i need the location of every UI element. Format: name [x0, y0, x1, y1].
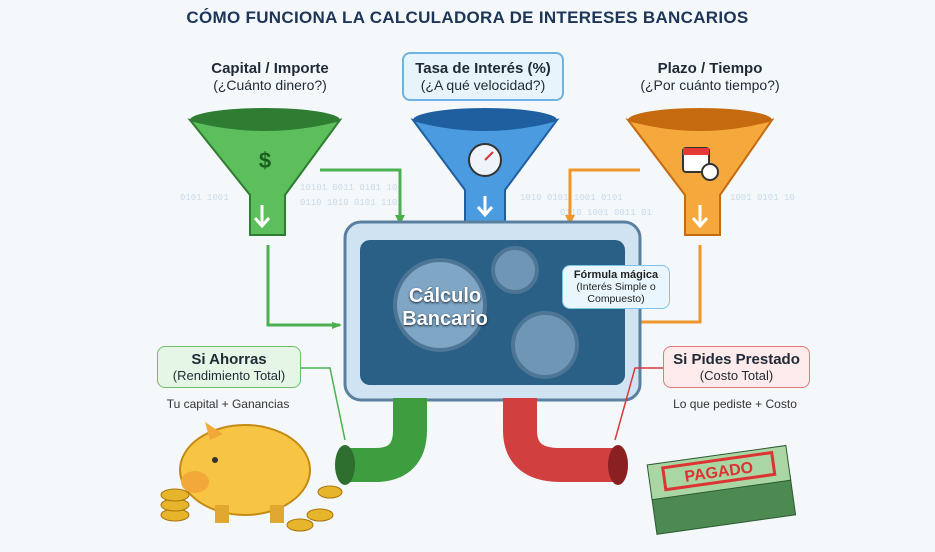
borrow-subtitle: (Costo Total) [699, 368, 774, 383]
orange-funnel [625, 108, 775, 236]
machine-line2: Bancario [402, 308, 488, 330]
machine-line1: Cálculo [408, 285, 482, 307]
formula-title: Fórmula mágica [573, 269, 659, 281]
savings-caption: Tu capital + Ganancias [166, 397, 290, 411]
capital-subtitle: (¿Cuánto dinero?) [213, 77, 327, 93]
svg-text:0101 1001: 0101 1001 [180, 193, 229, 203]
savings-subtitle: (Rendimiento Total) [172, 368, 286, 383]
capital-label: Capital / Importe (¿Cuánto dinero?) [185, 60, 355, 93]
red-pipe-opening [608, 445, 628, 485]
green-arrow [320, 168, 402, 222]
dollar-icon: $ [258, 148, 272, 173]
machine-label: Cálculo Bancario [395, 285, 495, 331]
coins-icon [160, 485, 343, 532]
borrow-caption: Lo que pediste + Costo [673, 397, 797, 411]
term-subtitle: (¿Por cuánto tiempo?) [640, 77, 780, 93]
formula-sub1: (Interés Simple o [576, 281, 656, 293]
borrow-box: Si Pides Prestado (Costo Total) [663, 346, 810, 388]
savings-connector [300, 367, 346, 441]
term-label: Plazo / Tiempo (¿Por cuánto tiempo?) [620, 60, 800, 93]
gear-icon [511, 311, 579, 379]
green-funnel [187, 108, 343, 236]
down-arrow-icon [691, 205, 709, 229]
borrow-connector [614, 367, 663, 441]
savings-box: Si Ahorras (Rendimiento Total) [157, 346, 301, 388]
money-stack-icon: PAGADO [646, 444, 797, 535]
green-arrowhead [332, 322, 342, 329]
page-title: CÓMO FUNCIONA LA CALCULADORA DE INTERESE… [186, 8, 749, 27]
down-arrow-icon [253, 205, 271, 229]
svg-text:0110 1001 0011 01: 0110 1001 0011 01 [560, 208, 652, 218]
interest-rate-label: Tasa de Interés (%) (¿A qué velocidad?) [402, 52, 564, 101]
green-arrowhead [395, 215, 405, 225]
green-pipe [345, 398, 427, 482]
gear-icon [491, 246, 539, 294]
rate-title: Tasa de Interés (%) [415, 60, 551, 77]
paid-stamp [661, 450, 777, 492]
piggy-bank-icon [179, 422, 311, 523]
term-title: Plazo / Tiempo [657, 60, 763, 77]
svg-text:0110 1010 0101 1101: 0110 1010 0101 1101 [300, 198, 403, 208]
borrow-title: Si Pides Prestado [673, 351, 800, 368]
svg-text:10101 0011 0101 10: 10101 0011 0101 10 [300, 183, 397, 193]
orange-arrow [568, 168, 640, 222]
formula-sub2: Compuesto) [587, 293, 645, 305]
orange-arrow [625, 245, 702, 324]
rate-subtitle: (¿A qué velocidad?) [420, 77, 546, 93]
green-arrow [266, 245, 340, 327]
savings-title: Si Ahorras [191, 351, 267, 368]
red-pipe [503, 398, 615, 482]
down-arrow-icon [476, 196, 494, 218]
formula-callout: Fórmula mágica (Interés Simple o Compues… [562, 265, 670, 309]
orange-arrowhead [565, 215, 575, 225]
green-pipe-opening [335, 445, 355, 485]
gear-icon [393, 258, 487, 352]
svg-text:1001 0101 10: 1001 0101 10 [730, 193, 795, 203]
capital-title: Capital / Importe [211, 60, 329, 77]
blue-funnel [410, 108, 560, 226]
